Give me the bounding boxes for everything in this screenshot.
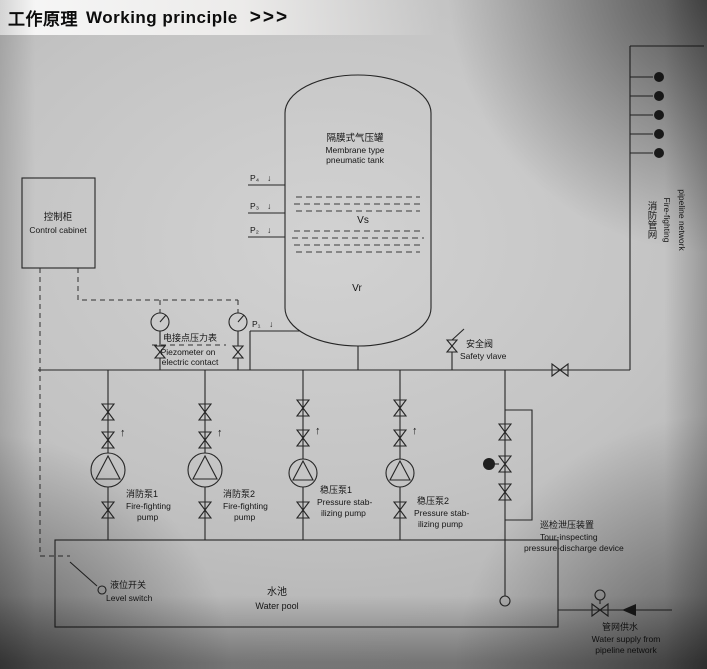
- piezometer-label-en2: electric contact: [162, 357, 219, 367]
- pneumatic-tank: 隔膜式气压罐 Membrane type pneumatic tank Vs V…: [284, 74, 432, 370]
- tank-label-zh: 隔膜式气压罐: [326, 132, 384, 144]
- stabilizing-pump-1-branch: ↑ 稳压泵1 Pressure stab- ilizing pump: [288, 370, 372, 540]
- safety-valve-label-zh: 安全阀: [466, 338, 493, 349]
- p4-arrow-icon: ↓: [267, 173, 271, 183]
- pump4-label-en2: ilizing pump: [418, 519, 463, 529]
- fire-network-label-en2: pipeline network: [677, 189, 687, 251]
- pump3-label-en2: ilizing pump: [321, 508, 366, 518]
- pump1-label-zh: 消防泵1: [126, 488, 158, 499]
- tank-label-en2: pneumatic tank: [326, 155, 384, 165]
- tank-vr-label: Vr: [352, 283, 362, 294]
- pool-label-en: Water pool: [255, 601, 298, 611]
- p3-arrow-icon: ↓: [267, 201, 271, 211]
- page-title-en: Working principle: [86, 7, 238, 27]
- chevrons-icon: >>>: [249, 6, 290, 28]
- hydrant-outlet-icon: [654, 91, 664, 101]
- fire-network-label-zh: 消防管网: [646, 200, 658, 240]
- hydrant-outlet-icon: [654, 148, 664, 158]
- pump-icon: [187, 452, 223, 488]
- gauge-dot-icon: [483, 458, 495, 470]
- pump-icon: [385, 458, 415, 488]
- level-switch-icon: [97, 585, 107, 595]
- p4-label: P₄: [250, 173, 260, 183]
- water-supply-label-en1: Water supply from: [592, 634, 661, 644]
- pump2-label-en1: Fire-fighting: [223, 501, 268, 511]
- safety-valve-icon: [445, 339, 459, 353]
- fire-pump-1-branch: ↑ 消防泵1 Fire-fighting pump: [90, 370, 171, 540]
- pump3-label-en1: Pressure stab-: [317, 497, 372, 507]
- pump4-label-en1: Pressure stab-: [414, 508, 469, 518]
- control-cabinet-label-en: Control cabinet: [29, 225, 87, 235]
- hydrant-outlet-icon: [654, 110, 664, 120]
- level-switch: 液位开关 Level switch: [69, 561, 153, 603]
- p2-label: P₂: [250, 225, 259, 235]
- safety-valve: 安全阀 Safety vlave: [445, 328, 507, 370]
- p2-arrow-icon: ↓: [267, 225, 271, 235]
- flow-left-arrow-icon: [622, 604, 636, 616]
- pump-icon: [90, 452, 126, 488]
- tour-device-label-zh: 巡检泄压装置: [540, 519, 594, 530]
- p3-label: P₃: [250, 201, 259, 211]
- flow-up-arrow-icon: ↑: [217, 427, 223, 439]
- tour-inspecting-device: 巡检泄压装置 Tour-inspecting pressure-discharg…: [483, 370, 624, 607]
- pump2-label-zh: 消防泵2: [223, 488, 255, 499]
- flow-up-arrow-icon: ↑: [120, 427, 126, 439]
- fire-pump-2-branch: ↑ 消防泵2 Fire-fighting pump: [187, 370, 268, 540]
- valve-icon: [231, 345, 245, 359]
- control-cabinet: 控制柜 Control cabinet: [21, 177, 96, 269]
- safety-valve-label-en: Safety vlave: [460, 351, 507, 361]
- piezometer-label-zh: 电接点压力表: [163, 332, 217, 343]
- piezometer-assembly: 电接点压力表 Piezometer on electric contact: [150, 312, 248, 370]
- p1-label: P₁: [252, 319, 261, 329]
- water-supply-label-zh: 管网供水: [602, 621, 638, 632]
- hydrant-outlet-icon: [654, 129, 664, 139]
- p1-arrow-icon: ↓: [269, 319, 273, 329]
- level-switch-label-zh: 液位开关: [110, 579, 146, 590]
- pressure-taps: P₄ ↓ P₃ ↓ P₂ ↓ P₁ ↓: [248, 173, 300, 370]
- flow-up-arrow-icon: ↑: [315, 425, 321, 437]
- tank-vs-label: Vs: [357, 215, 369, 226]
- tour-device-label-en2: pressure-discharge device: [524, 543, 624, 553]
- flow-up-arrow-icon: ↑: [412, 425, 418, 437]
- level-switch-label-en: Level switch: [106, 593, 153, 603]
- discharge-outlet-icon: [499, 595, 511, 607]
- pump2-label-en2: pump: [234, 512, 256, 522]
- pump-icon: [288, 458, 318, 488]
- fire-network-riser: 消防管网 Fire-fighting pipeline network: [629, 45, 704, 370]
- water-supply-line: 管网供水 Water supply from pipeline network: [558, 589, 672, 655]
- fire-network-label-en1: Fire-fighting: [662, 198, 672, 243]
- pump3-label-zh: 稳压泵1: [320, 484, 352, 495]
- pump1-label-en2: pump: [137, 512, 159, 522]
- page-title-zh: 工作原理: [8, 10, 78, 29]
- tank-label-en1: Membrane type: [325, 145, 384, 155]
- stabilizing-pump-2-branch: ↑ 稳压泵2 Pressure stab- ilizing pump: [385, 370, 469, 540]
- float-valve-icon: [594, 589, 606, 601]
- pump1-label-en1: Fire-fighting: [126, 501, 171, 511]
- pump4-label-zh: 稳压泵2: [417, 495, 449, 506]
- control-cabinet-label-zh: 控制柜: [44, 211, 73, 223]
- water-supply-label-en2: pipeline network: [595, 645, 657, 655]
- hydrant-outlet-icon: [654, 72, 664, 82]
- page-header: 工作原理 Working principle >>>: [0, 0, 440, 35]
- piezometer-label-en1: Piezometer on: [161, 347, 216, 357]
- pool-label-zh: 水池: [267, 585, 287, 598]
